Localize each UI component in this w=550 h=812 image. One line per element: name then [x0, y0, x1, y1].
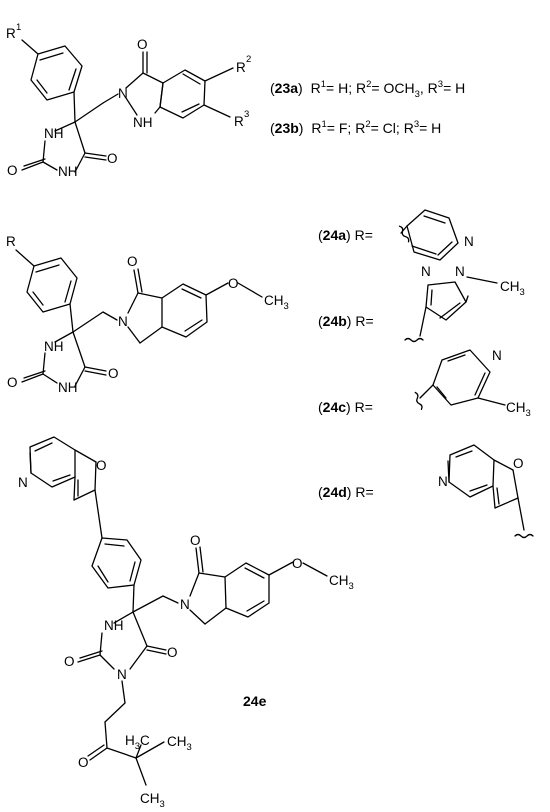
indazolone-ring [125, 51, 234, 119]
hydantoin-ring [21, 121, 107, 173]
oxygen-label: O [108, 366, 119, 381]
wavy-bond-icon [514, 533, 534, 539]
methyl-label: CH3 [264, 293, 289, 312]
compound-24a-label: (24a) R= [318, 227, 373, 243]
structure-24e: N O NH O N O O H3C CH3 CH3 [18, 436, 354, 810]
r3-sup: 3 [244, 109, 249, 120]
oxygen-label: O [137, 37, 148, 52]
substituent-24b: (24b) R= N N CH3 [318, 264, 525, 343]
oxygen-label: O [107, 151, 118, 166]
nitrogen-label: N [118, 86, 128, 101]
wavy-bond-icon [414, 391, 423, 411]
pyridine-nitrogen-label: N [438, 474, 448, 489]
compound-24d-label: (24d) R= [318, 484, 374, 500]
oxygen-label: O [64, 654, 75, 669]
substituent-24a: (24a) R= N [318, 209, 474, 261]
compound-24c-label: (24c) R= [318, 399, 373, 415]
compound-23a-label: (23a) R1= H; R2= OCH3, R3= H [270, 79, 465, 100]
pyridine-nitrogen-label: N [464, 234, 474, 249]
isoindolinone-ring [127, 268, 263, 344]
substituent-24d: (24d) R= N O [318, 444, 534, 539]
pyrazole-nitrogen-label: N [455, 264, 465, 279]
methyl-label: CH3 [167, 734, 192, 753]
nitrogen-label: N [180, 597, 190, 612]
nh-label: NH [44, 126, 64, 141]
oxygen-label: O [78, 755, 89, 770]
methoxy-oxygen-label: O [228, 276, 239, 291]
oxygen-label: O [127, 254, 138, 269]
wavy-bond-icon [404, 337, 424, 343]
oxygen-label: O [7, 375, 18, 390]
nh-label: NH [133, 115, 153, 130]
substituent-24c: (24c) R= N CH3 [318, 348, 531, 419]
nh-label: NH [58, 164, 78, 179]
r-label: R [6, 234, 16, 249]
oxygen-label: O [167, 645, 178, 660]
nitrogen-label: N [118, 314, 128, 329]
oxygen-label: O [190, 533, 201, 548]
structure-24: R NH O NH O [6, 234, 289, 395]
furan-oxygen-label: O [513, 456, 524, 471]
compound-24e-label: 24e [243, 693, 267, 709]
compound-24b-label: (24b) R= [318, 313, 374, 329]
methoxy-oxygen-label: O [292, 556, 303, 571]
r2-sup: 2 [246, 54, 251, 65]
compound-23b-label: (23b) R1= F; R2= Cl; R3= H [270, 119, 441, 136]
pyridine-nitrogen-label: N [492, 348, 502, 363]
r3-label: R [234, 114, 244, 129]
pyrazole-nitrogen-label: N [421, 264, 431, 279]
tbutyl-methyl-label: H3C [125, 733, 150, 752]
methyl-label: CH3 [500, 279, 525, 298]
nh-label: NH [58, 380, 78, 395]
methyl-label: CH3 [140, 791, 165, 810]
r1-label: R [6, 26, 16, 41]
methyl-label: CH3 [506, 400, 531, 419]
furan-oxygen-label: O [96, 458, 107, 473]
nitrogen-label: N [117, 667, 127, 682]
r1-sup: 1 [16, 22, 21, 33]
structure-23: R 1 NH O NH O [6, 22, 251, 179]
hydantoin-ring [21, 331, 107, 387]
wavy-bond-icon [398, 225, 410, 243]
hn-label: NH [104, 618, 124, 633]
r2-label: R [236, 60, 246, 75]
methyl-label: CH3 [329, 573, 354, 592]
pyridine-nitrogen-label: N [18, 475, 28, 490]
nh-label: NH [44, 339, 64, 354]
oxygen-label: O [7, 163, 18, 178]
